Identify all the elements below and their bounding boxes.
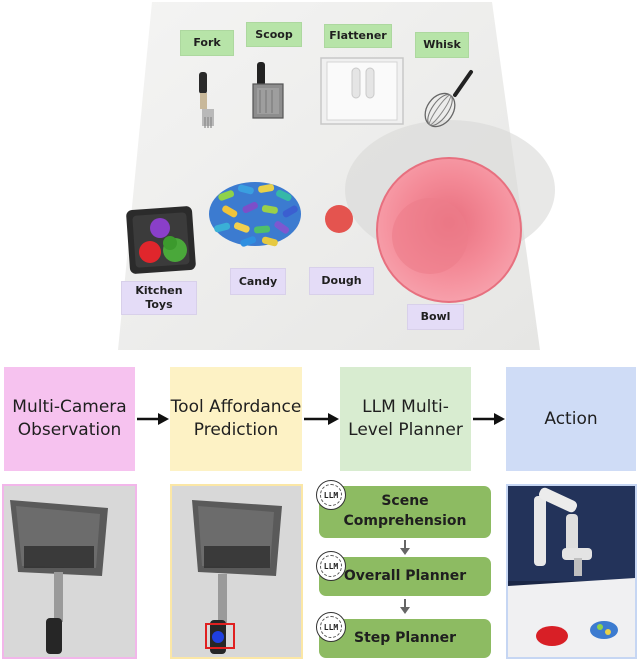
- stage-action: Action: [506, 367, 636, 471]
- robot-action-image: [506, 484, 637, 659]
- affordance-prediction-image: [170, 484, 303, 659]
- candy-object: [209, 182, 301, 247]
- step-planner-box: Step Planner: [319, 619, 491, 658]
- label-candy: Candy: [230, 268, 286, 295]
- arrow-right-icon: [137, 413, 169, 425]
- overall-planner-box: Overall Planner: [319, 557, 491, 596]
- bowl-object: [376, 157, 522, 303]
- camera-observation-image: [2, 484, 137, 659]
- llm-badge-icon: LLM: [316, 612, 346, 642]
- label-flattener: Flattener: [324, 24, 392, 48]
- arrow-down-icon: [400, 540, 410, 555]
- table-surface: [118, 2, 555, 350]
- arrow-right-icon: [304, 413, 339, 425]
- label-fork: Fork: [180, 30, 234, 56]
- stage-tool-affordance-prediction: Tool Affordance Prediction: [170, 367, 302, 471]
- label-bowl: Bowl: [407, 304, 464, 330]
- label-scoop: Scoop: [246, 22, 302, 47]
- dough-object: [325, 205, 353, 233]
- llm-badge-icon: LLM: [316, 480, 346, 510]
- label-whisk: Whisk: [415, 32, 469, 58]
- whisk-object: [424, 70, 473, 128]
- stage-llm-multi-level-planner: LLM Multi-Level Planner: [340, 367, 471, 471]
- arrow-right-icon: [473, 413, 505, 425]
- kitchen-toys-object: [126, 206, 196, 274]
- scene-comprehension-box: Scene Comprehension: [319, 486, 491, 538]
- affordance-box: [205, 623, 235, 649]
- label-kitchen-toys: Kitchen Toys: [121, 281, 197, 315]
- affordance-point: [212, 631, 224, 643]
- scoop-object: [252, 62, 284, 119]
- label-dough: Dough: [309, 267, 374, 295]
- fork-object: [199, 72, 214, 128]
- stage-multi-camera-observation: Multi-Camera Observation: [4, 367, 135, 471]
- arrow-down-icon: [400, 599, 410, 614]
- flattener-object: [320, 57, 404, 125]
- workspace-photo: Fork Scoop Flattener Whisk Kitchen Toys …: [118, 2, 555, 350]
- llm-badge-icon: LLM: [316, 551, 346, 581]
